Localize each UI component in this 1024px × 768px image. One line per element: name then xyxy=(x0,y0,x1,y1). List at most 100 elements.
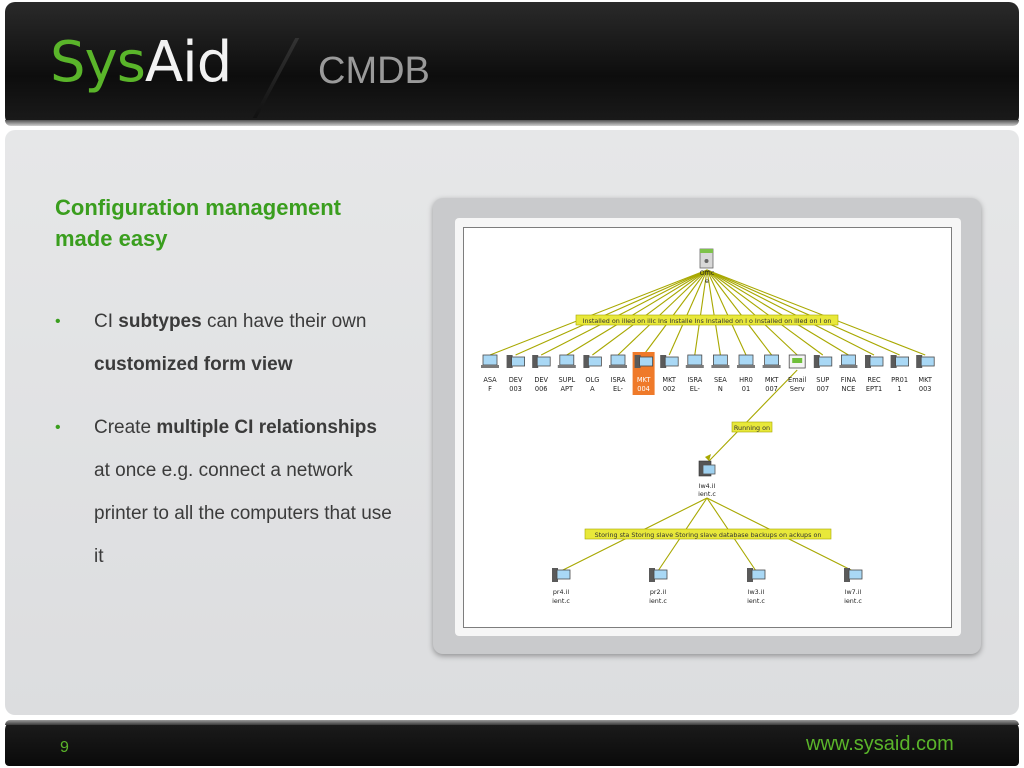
root-node-office[interactable]: Offic e xyxy=(699,248,715,285)
computer-label-line1: MKT xyxy=(662,376,677,384)
installed-on-edge xyxy=(592,269,708,356)
computer-label-line1: SUPL xyxy=(558,376,575,384)
bullet-list: • CI subtypes can have their own customi… xyxy=(55,300,395,598)
installed-on-edge xyxy=(706,269,875,356)
desktop-monitor-icon xyxy=(920,356,935,367)
computer-label-line2: NCE xyxy=(842,385,856,393)
desktop-tower-icon xyxy=(916,355,923,368)
lw4-label-line1: lw4.il xyxy=(699,482,716,490)
node-label-line1: lw3.il xyxy=(748,588,765,596)
computer-nodes: ASAFDEV003DEV006SUPLAPTOLGAISRAEL-MKT004… xyxy=(481,352,935,395)
bullet-item-relationships: • Create multiple CI relationships at on… xyxy=(55,406,395,578)
desktop-tower-icon xyxy=(813,355,820,368)
desktop-tower-icon xyxy=(660,355,667,368)
desktop-monitor-icon xyxy=(588,356,602,367)
installed-on-edge xyxy=(489,269,708,356)
computer-label-line2: 003 xyxy=(919,385,932,393)
running-on-label: Running on xyxy=(734,424,770,432)
server-node-lw4[interactable]: lw4.il ient.c xyxy=(698,460,716,498)
page-number: 9 xyxy=(60,739,69,756)
installed-on-edge xyxy=(706,269,721,356)
computer-label-line1: Email xyxy=(788,376,806,384)
node-label-line2: ient.c xyxy=(649,597,667,605)
storing-label-bg xyxy=(584,528,832,540)
laptop-base xyxy=(737,365,755,368)
computer-label-line1: MKT xyxy=(765,376,780,384)
node-tower-icon xyxy=(844,568,850,582)
desktop-monitor-icon xyxy=(664,356,679,367)
computer-label-line2: 002 xyxy=(663,385,676,393)
desktop-tower-icon xyxy=(865,355,871,368)
computer-label-line1: FINA xyxy=(841,376,857,384)
running-on-label-group: Running on xyxy=(731,421,773,433)
installed-on-edge xyxy=(706,269,849,356)
laptop-base xyxy=(762,365,781,368)
desktop-monitor-icon xyxy=(895,356,910,367)
node-tower-icon xyxy=(649,568,655,582)
slide-section-title: CMDB xyxy=(318,50,430,92)
computer-label-line2: 007 xyxy=(817,385,830,393)
bullet1-text-mid: can have their own xyxy=(201,311,367,332)
computer-label-line1: REC xyxy=(867,376,881,384)
laptop-icon xyxy=(738,354,754,366)
node-label-line1: pr4.il xyxy=(553,588,570,596)
installed-on-edge xyxy=(706,269,773,356)
computer-label-line2: 006 xyxy=(535,385,548,393)
laptop-base xyxy=(685,365,704,368)
header-shine xyxy=(5,120,1019,126)
lw4-monitor-icon xyxy=(702,464,716,475)
computer-label-line1: DEV xyxy=(534,376,548,384)
footer-url-link[interactable]: www.sysaid.com xyxy=(806,733,954,755)
footer-bar xyxy=(5,720,1019,766)
laptop-icon xyxy=(840,354,856,366)
computer-label-line2: F xyxy=(488,385,492,393)
node-monitor-icon xyxy=(751,569,766,580)
computer-label-line2: APT xyxy=(561,385,574,393)
office-server-led xyxy=(700,249,713,253)
diagram-canvas: Installed on illed on illc Ins Installe … xyxy=(481,248,935,605)
computer-label-line2: 007 xyxy=(765,385,778,393)
office-label-line1: Offic xyxy=(700,269,715,277)
laptop-icon xyxy=(610,354,626,366)
header-bar xyxy=(5,2,1019,126)
node-monitor-icon xyxy=(653,569,668,580)
desktop-monitor-icon xyxy=(536,356,551,367)
computer-label-line1: ISRA xyxy=(687,376,702,384)
running-on-arrowhead xyxy=(705,454,711,461)
logo-aid-text: Aid xyxy=(144,30,232,95)
top-relation-label-group: Installed on illed on illc Ins Installe … xyxy=(575,314,839,326)
node-monitor-icon xyxy=(556,569,571,580)
desktop-tower-icon xyxy=(634,355,641,368)
desktop-monitor-icon xyxy=(511,356,525,367)
diagram-edges xyxy=(489,269,926,572)
storing-label: Storing sta Storing slave Storing slave … xyxy=(595,531,822,539)
installed-on-edge xyxy=(540,269,708,356)
sysaid-logo: SysAid xyxy=(50,28,232,98)
computer-label-line1: MKT xyxy=(637,376,652,384)
laptop-base xyxy=(481,365,499,368)
computer-label-line2: EL- xyxy=(690,385,701,393)
desktop-tower-icon xyxy=(506,355,513,368)
